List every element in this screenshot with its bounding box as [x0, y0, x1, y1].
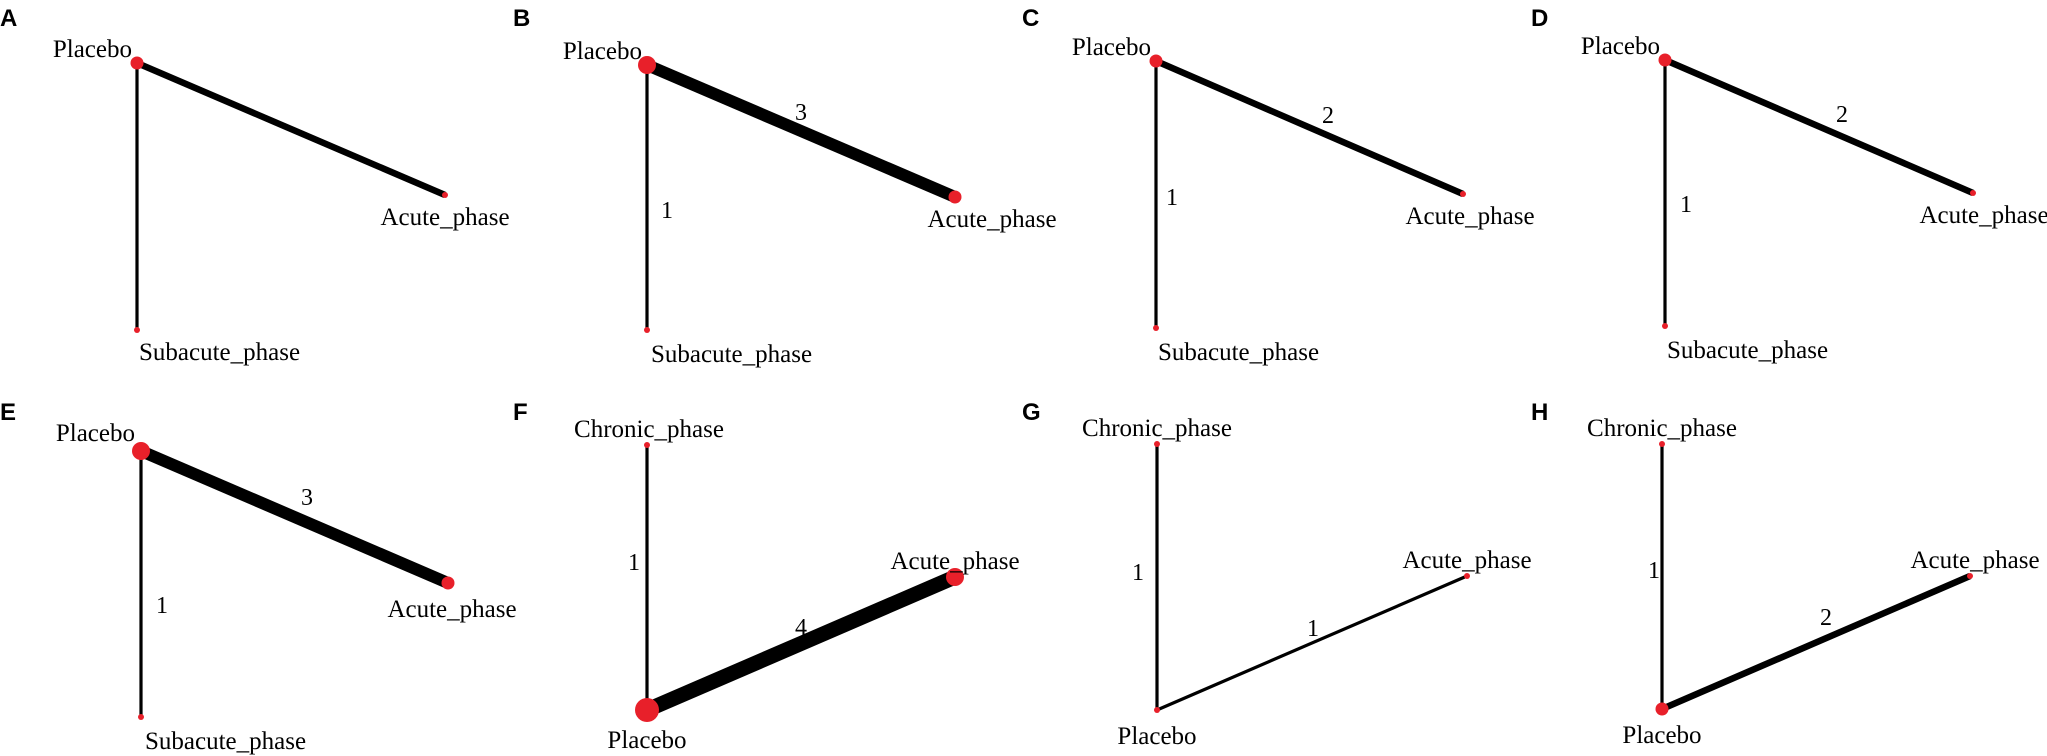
node-label-acute: Acute_phase [1910, 547, 2039, 574]
edge-placebo-acute [1156, 574, 1468, 712]
edge-label: 2 [1322, 103, 1334, 129]
node-subacute [134, 327, 140, 333]
node-subacute [1153, 325, 1159, 331]
panel-letter: C [1022, 5, 1039, 32]
edge-label: 2 [1820, 605, 1832, 631]
node-placebo [638, 56, 656, 74]
node-placebo [1154, 707, 1160, 713]
node-label-subacute: Subacute_phase [1667, 337, 1828, 364]
edge-label: 1 [661, 198, 673, 224]
edge-label: 3 [301, 485, 313, 511]
node-label-subacute: Subacute_phase [1158, 339, 1319, 366]
panel-letter: F [513, 399, 528, 426]
panel-letter: B [513, 5, 530, 32]
node-label-acute: Acute_phase [890, 548, 1019, 575]
node-label-acute: Acute_phase [387, 596, 516, 623]
panel-letter: A [0, 5, 17, 32]
edge-placebo-acute [135, 60, 447, 198]
node-placebo [1658, 53, 1672, 67]
panel-letter: G [1022, 399, 1041, 426]
node-chronic [1659, 441, 1665, 447]
panel-letter: D [1531, 5, 1548, 32]
node-acute [1464, 573, 1470, 579]
node-label-acute: Acute_phase [1405, 203, 1534, 230]
node-label-placebo: Placebo [1072, 34, 1151, 61]
node-acute [946, 568, 964, 586]
edge-label: 3 [795, 100, 807, 126]
edge-label: 1 [156, 593, 168, 619]
node-label-acute: Acute_phase [380, 204, 509, 231]
node-label-subacute: Subacute_phase [145, 728, 306, 755]
node-label-subacute: Subacute_phase [651, 341, 812, 368]
node-label-placebo: Placebo [1622, 722, 1701, 749]
node-label-placebo: Placebo [56, 420, 135, 447]
node-subacute [1662, 323, 1668, 329]
node-placebo [130, 56, 144, 70]
node-placebo [1149, 54, 1163, 68]
node-placebo [132, 442, 150, 460]
node-label-acute: Acute_phase [1402, 547, 1531, 574]
node-subacute [138, 714, 144, 720]
edge-label: 1 [628, 550, 640, 576]
node-acute [1970, 190, 1976, 196]
edge-label: 2 [1836, 102, 1848, 128]
node-acute [441, 576, 455, 590]
node-chronic [644, 442, 650, 448]
node-acute [948, 190, 962, 204]
edge-label: 1 [1680, 192, 1692, 218]
edge-placebo-acute [1660, 573, 1972, 712]
node-label-placebo: Placebo [53, 36, 132, 63]
node-label-chronic: Chronic_phase [574, 416, 724, 443]
node-acute [442, 192, 448, 198]
node-label-acute: Acute_phase [927, 206, 1056, 233]
edge-label: 1 [1166, 185, 1178, 211]
node-label-acute: Acute_phase [1919, 202, 2047, 229]
panel-letter: E [0, 399, 16, 426]
node-label-subacute: Subacute_phase [139, 339, 300, 366]
edge-label: 4 [795, 615, 807, 641]
edge-placebo-acute [138, 445, 451, 589]
node-acute [1967, 573, 1973, 579]
node-label-chronic: Chronic_phase [1587, 415, 1737, 442]
node-acute [1460, 191, 1466, 197]
panel-letter: H [1531, 399, 1548, 426]
node-placebo [1655, 702, 1669, 716]
edge-placebo-acute [644, 59, 958, 203]
node-label-placebo: Placebo [1117, 723, 1196, 750]
node-label-chronic: Chronic_phase [1082, 415, 1232, 442]
edge-label: 1 [1307, 616, 1319, 642]
edge-placebo-acute [1154, 58, 1465, 197]
node-placebo [635, 698, 659, 722]
node-label-placebo: Placebo [607, 727, 686, 754]
node-label-placebo: Placebo [1581, 33, 1660, 60]
edge-label: 1 [1648, 558, 1660, 584]
edge-placebo-acute [1663, 57, 1975, 196]
node-subacute [644, 327, 650, 333]
node-label-placebo: Placebo [563, 38, 642, 65]
edge-label: 1 [1132, 560, 1144, 586]
edge-placebo-acute [644, 570, 958, 717]
node-chronic [1154, 441, 1160, 447]
